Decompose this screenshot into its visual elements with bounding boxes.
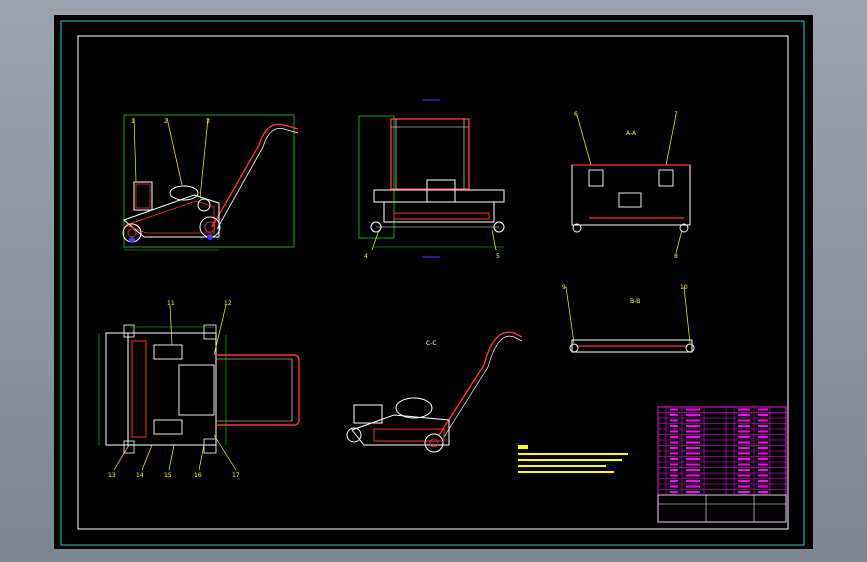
inner-frame	[77, 35, 789, 530]
outer-frame	[60, 20, 805, 546]
callout-aa-7: 7	[674, 111, 678, 118]
parts-list-table	[657, 406, 787, 523]
top-view	[98, 304, 300, 471]
callout-top-16: 16	[194, 472, 202, 479]
callout-aa-8: 8	[674, 253, 678, 260]
view-cc	[346, 331, 523, 453]
callout-top-13: 13	[108, 472, 116, 479]
bb-title: B-B	[630, 298, 640, 305]
technical-notes	[518, 445, 628, 473]
callout-side-4: 4	[364, 253, 368, 260]
callout-front-2: 2	[164, 118, 168, 125]
callout-top-15: 15	[164, 472, 172, 479]
section-bb-view	[565, 286, 695, 353]
callout-top-12: 12	[224, 300, 232, 307]
callout-bb-9: 9	[562, 284, 566, 291]
cad-drawing: 1 2 3 4 5	[60, 20, 805, 546]
callout-bb-10: 10	[680, 284, 688, 291]
cc-title: C-C	[426, 340, 437, 347]
callout-aa-6: 6	[574, 111, 578, 118]
front-view	[122, 114, 299, 251]
drawing-sheet: 1 2 3 4 5	[54, 15, 813, 549]
callout-top-17: 17	[232, 472, 240, 479]
callout-front-1: 1	[131, 118, 135, 125]
callout-top-11: 11	[167, 300, 175, 307]
callout-side-5: 5	[496, 253, 500, 260]
callout-top-14: 14	[136, 472, 144, 479]
callout-front-3: 3	[206, 118, 210, 125]
section-aa-view	[571, 114, 691, 254]
aa-title: A-A	[626, 130, 637, 137]
side-view	[358, 99, 505, 258]
